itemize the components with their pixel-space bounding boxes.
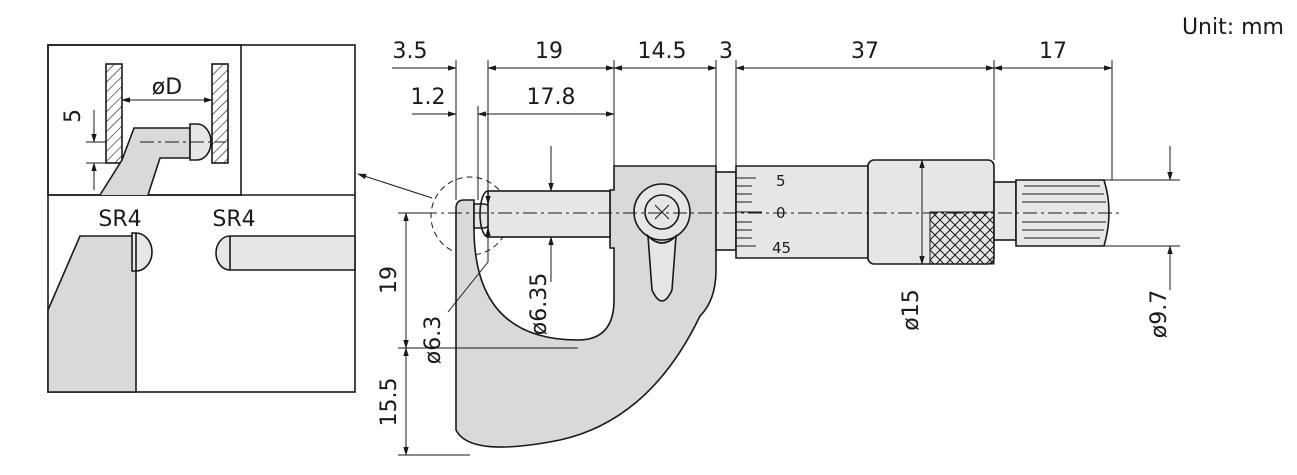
thimble-knurl xyxy=(929,211,995,265)
clamp-lever xyxy=(647,233,677,302)
ratchet-neck xyxy=(993,181,1017,241)
inset-depth-label: 5 xyxy=(61,109,86,123)
inset-anvil-sphere xyxy=(131,232,153,272)
micrometer: 5 0 45 xyxy=(398,159,1122,448)
hole-wall-left xyxy=(105,63,123,164)
dim-diameter-spindle: ø6.35 xyxy=(527,273,552,335)
inset-spindle-face xyxy=(215,235,356,271)
dimensions-top: 3.5 19 14.5 3 37 17 xyxy=(392,39,1113,200)
dim-top-3: 14.5 xyxy=(638,39,687,64)
inset-radius-left: SR4 xyxy=(98,207,141,232)
ratchet-knurl xyxy=(1022,185,1106,239)
inset-radius-view: SR4 SR4 xyxy=(47,207,356,393)
sleeve-collar xyxy=(715,171,737,251)
unit-label: Unit: mm xyxy=(1182,15,1284,40)
detail-inset: øD 5 SR4 SR4 xyxy=(47,44,356,393)
inset-diameter-label: øD xyxy=(152,75,182,100)
dimensions-left: 19 15.5 xyxy=(377,212,578,456)
dim-top-5: 37 xyxy=(851,39,879,64)
dim-diameter-ratchet: ø9.7 xyxy=(1147,290,1172,338)
thimble-scale-top: 5 xyxy=(776,172,786,190)
inset-hole-view: øD 5 xyxy=(61,63,229,196)
dim-second-2: 17.8 xyxy=(527,85,576,110)
thimble-scale-bottom: 45 xyxy=(772,239,791,257)
dimensions-second-row: 1.2 17.8 xyxy=(411,85,615,200)
dim-left-upper: 19 xyxy=(377,266,402,294)
dim-left-lower: 15.5 xyxy=(377,378,402,427)
dim-diameter-thimble: ø15 xyxy=(899,289,924,330)
spindle xyxy=(487,190,611,238)
dim-top-2: 19 xyxy=(535,39,563,64)
thimble-scale-ticks xyxy=(736,177,762,247)
hole-wall-right xyxy=(211,63,229,164)
dim-top-4: 3 xyxy=(719,39,733,64)
dim-top-1: 3.5 xyxy=(393,39,428,64)
detail-callout-arrow xyxy=(357,173,433,199)
dim-diameter-anvil: ø6.3 xyxy=(421,316,446,364)
dim-second-1: 1.2 xyxy=(411,85,446,110)
diameter-callouts: ø6.3 ø6.35 ø15 ø9.7 xyxy=(421,146,1180,364)
inset-radius-right: SR4 xyxy=(212,207,255,232)
dim-top-6: 17 xyxy=(1039,39,1067,64)
inset-anvil-face xyxy=(47,235,137,393)
